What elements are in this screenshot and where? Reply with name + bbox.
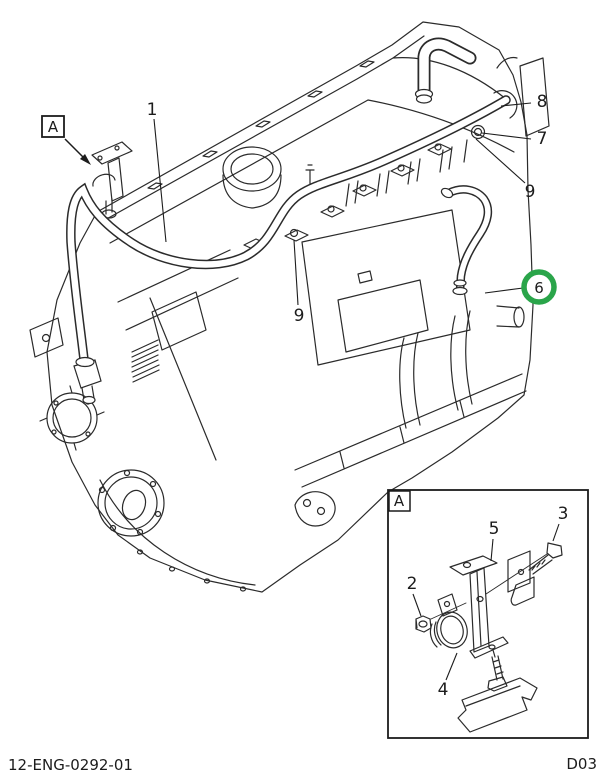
leader-line-7: [481, 132, 532, 140]
inset-box: [387, 489, 589, 739]
leader-line-1: [153, 118, 167, 243]
callout-5: 5: [489, 519, 500, 539]
deck-bolt-heads: [289, 143, 442, 238]
pushrod-slots: [345, 139, 468, 207]
valve-cover-lines: [102, 35, 515, 244]
callout-2: 2: [407, 574, 418, 594]
leader-line-9-center: [293, 239, 299, 306]
detail-view-a: A: [387, 489, 589, 739]
ribbed-bracket: [131, 339, 160, 383]
detail-parts-drawing: [415, 542, 563, 733]
front-cover-ring: [39, 385, 105, 451]
assembly-axis-line: [430, 553, 548, 620]
leader-line-9-right: [475, 138, 526, 184]
inset-marker-box: [388, 490, 411, 512]
breather-elbow: [414, 37, 477, 104]
clip-plate: [507, 550, 535, 606]
valve-cover-clips: [147, 60, 375, 190]
detail-marker-box: [41, 115, 65, 138]
leader-line-3: [552, 523, 560, 542]
hose-part-6: [440, 185, 493, 296]
detail-marker-arrowhead: [80, 154, 91, 165]
callout-3: 3: [558, 504, 569, 524]
nut-part-2: [415, 615, 432, 633]
callout-9-center: 9: [294, 306, 305, 326]
callout-6: 6: [534, 279, 544, 297]
crank-snout-boss: [496, 305, 525, 328]
footer-drawing-number: 12-ENG-0292-01: [8, 756, 133, 774]
callout-1: 1: [147, 100, 158, 120]
clamp-part-4: [429, 593, 468, 649]
heat-shield: [493, 56, 550, 137]
callout-4: 4: [438, 680, 449, 700]
detail-marker-arrow-line: [64, 138, 86, 160]
left-flange-hole: [41, 333, 51, 343]
callout-8: 8: [537, 92, 548, 112]
callout-7: 7: [537, 129, 548, 149]
side-plate: [301, 209, 471, 366]
shield-bolt: [470, 124, 486, 140]
callout-9-right: 9: [525, 182, 536, 202]
inset-marker-label: A: [394, 492, 405, 510]
main-view-callouts: A 1 8 7 9 9 6: [41, 92, 557, 326]
stud-mount: [457, 649, 538, 733]
hose-clamp-bracket-assembly: [91, 141, 133, 219]
bracket-part-5: [449, 555, 509, 659]
bellhousing-bolt-holes: [136, 549, 247, 592]
engine-outline: [46, 21, 534, 593]
hose-part-1: [66, 95, 511, 405]
leader-line-8: [500, 102, 532, 107]
deck-pedestals: [243, 143, 452, 251]
crank-flange: [97, 469, 165, 537]
block-detail-lines: [99, 249, 256, 586]
footer-page-code: D03: [566, 755, 597, 773]
callout-6-highlight-circle: [521, 269, 557, 305]
detail-marker-label: A: [48, 118, 59, 136]
leader-line-5: [490, 538, 494, 562]
bolt-part-3: [528, 542, 563, 575]
block-ribs: [399, 310, 473, 429]
lifting-bracket: [294, 491, 336, 527]
oil-filler-neck: [222, 146, 282, 209]
oil-pan-rails: [294, 373, 527, 488]
leader-line-6: [484, 287, 524, 294]
left-flange-plate: [29, 317, 64, 358]
leader-line-2: [412, 593, 422, 617]
engine-illustration: [29, 21, 550, 593]
leader-line-4: [445, 652, 458, 681]
